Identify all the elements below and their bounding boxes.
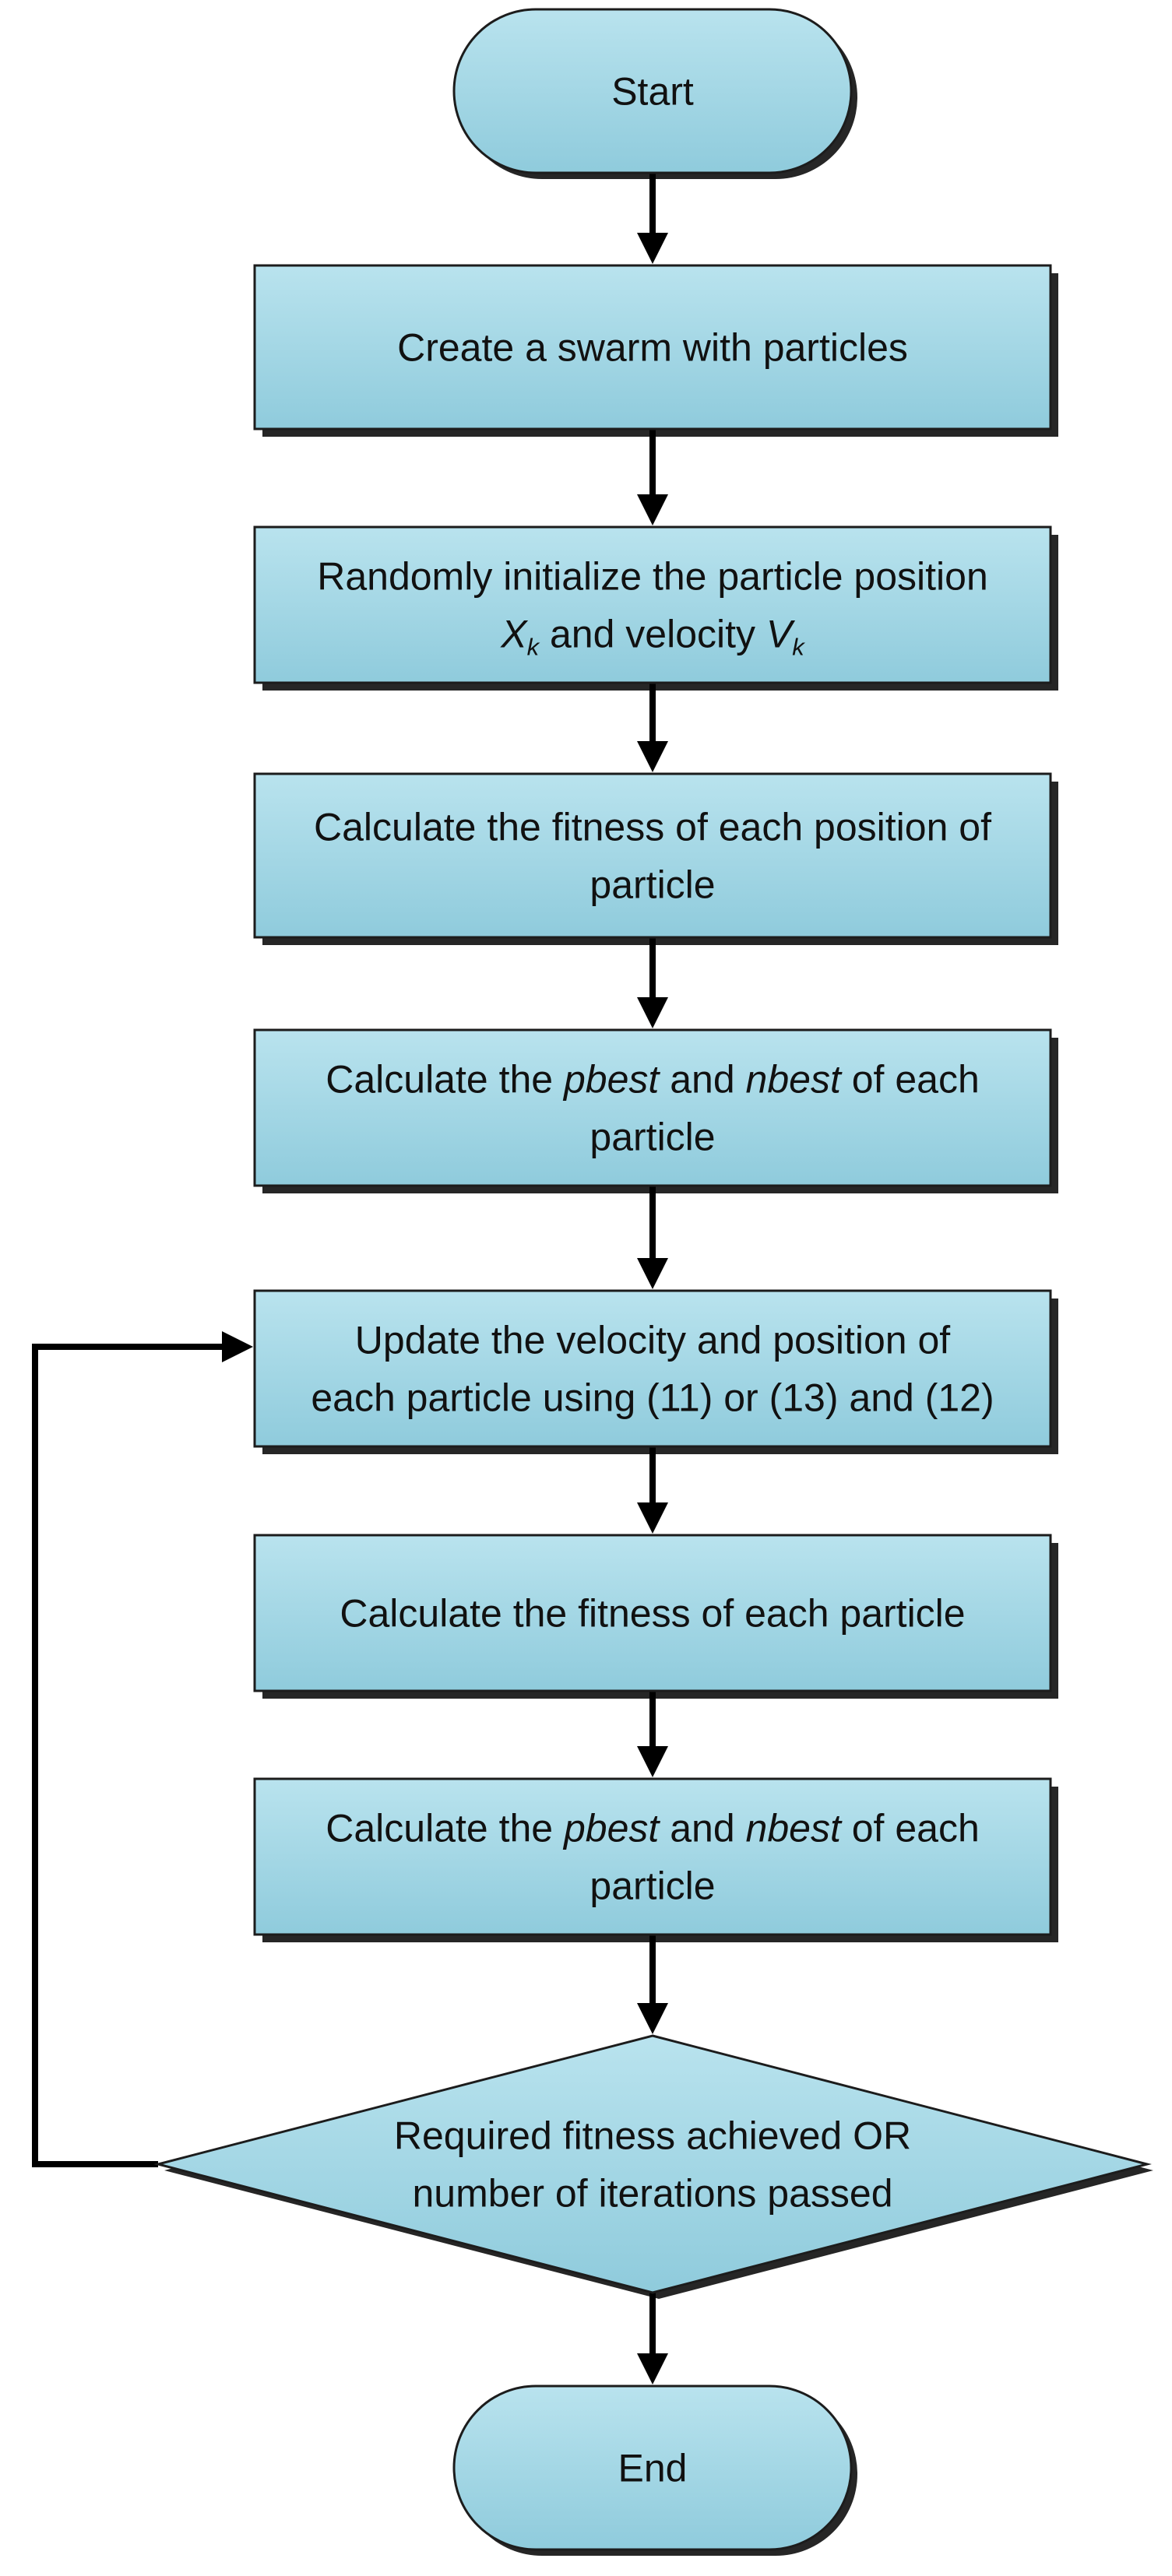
node-decision: Required fitness achieved OR number of it… — [153, 2034, 1153, 2299]
node-fitness-particle: Calculate the fitness of each particle — [253, 1534, 1058, 1699]
arrowhead — [637, 2003, 668, 2034]
label-segment: Required fitness achieved OR — [394, 2114, 911, 2158]
edge-best-2-to-decision — [637, 1935, 668, 2034]
edge-best-1-to-update — [637, 1186, 668, 1289]
label-segment: k — [527, 634, 540, 661]
edge-fitness-position-to-best-1 — [637, 937, 668, 1028]
arrowhead — [637, 494, 668, 525]
node-label-line: particle — [590, 863, 715, 907]
node-start: Start — [452, 8, 857, 179]
arrowhead — [637, 997, 668, 1028]
node-label-line: Calculate the fitness of each particle — [340, 1592, 965, 1636]
decision-shape — [153, 2034, 1152, 2294]
process-shape — [253, 264, 1052, 431]
terminator-shape — [452, 8, 853, 174]
label-segment: Calculate the — [326, 1058, 564, 1102]
process-shape — [253, 525, 1052, 684]
arrowhead — [637, 1258, 668, 1289]
node-create-swarm: Create a swarm with particles — [253, 264, 1058, 437]
label-segment: X — [500, 613, 528, 656]
label-segment: and — [659, 1058, 745, 1102]
edges — [32, 173, 668, 2384]
terminator-shape — [452, 2384, 853, 2551]
node-label-line: particle — [590, 1116, 715, 1159]
loop-line — [32, 1344, 225, 2167]
label-segment: of each — [841, 1807, 980, 1850]
label-segment: End — [618, 2447, 688, 2490]
node-end: End — [452, 2384, 857, 2556]
label-segment: Create a swarm with particles — [397, 326, 908, 370]
process-shape — [253, 1777, 1052, 1936]
edge-fitness-particle-to-best-2 — [637, 1691, 668, 1777]
edge-create-swarm-to-init — [637, 429, 668, 525]
label-segment: Calculate the fitness of each particle — [340, 1592, 965, 1636]
node-label-line: Create a swarm with particles — [397, 326, 908, 370]
edge-init-to-fitness-position — [637, 683, 668, 772]
label-segment: V — [766, 613, 796, 656]
node-best-2: Calculate the pbest and nbest of each par… — [253, 1777, 1058, 1942]
arrowhead — [637, 741, 668, 772]
label-segment: particle — [590, 1116, 715, 1159]
node-label-line: End — [618, 2447, 688, 2490]
node-label-line: Required fitness achieved OR — [394, 2114, 911, 2158]
process-shape — [253, 1534, 1052, 1692]
label-segment: nbest — [746, 1807, 843, 1850]
node-label-line: Calculate the fitness of each position o… — [314, 806, 991, 849]
arrowhead — [637, 233, 668, 264]
label-segment: Update the velocity and position of — [355, 1319, 950, 1362]
edge-decision-to-end — [637, 2293, 668, 2384]
label-segment: particle — [590, 863, 715, 907]
label-segment: nbest — [746, 1058, 843, 1102]
label-segment: each particle using (11) or (13) and (12… — [311, 1376, 994, 1420]
process-shape — [253, 772, 1052, 939]
node-best-1: Calculate the pbest and nbest of each par… — [253, 1028, 1058, 1193]
node-label-line: number of iterations passed — [412, 2172, 892, 2216]
edge-update-to-fitness-particle — [637, 1446, 668, 1534]
node-label-line: Randomly initialize the particle positio… — [317, 555, 988, 599]
arrowhead — [637, 1746, 668, 1777]
node-init: Randomly initialize the particle positio… — [253, 525, 1058, 691]
node-label-line: Calculate the pbest and nbest of each — [326, 1058, 980, 1102]
label-segment: particle — [590, 1864, 715, 1908]
label-segment: pbest — [562, 1058, 660, 1102]
process-shape — [253, 1028, 1052, 1187]
node-label-line: Xk and velocity Vk — [500, 613, 805, 661]
node-label-line: particle — [590, 1864, 715, 1908]
label-segment: number of iterations passed — [412, 2172, 892, 2216]
label-segment: Calculate the fitness of each position o… — [314, 806, 991, 849]
label-segment: of each — [841, 1058, 980, 1102]
node-label-line: each particle using (11) or (13) and (12… — [311, 1376, 994, 1420]
node-label-line: Start — [611, 70, 694, 114]
label-segment: pbest — [562, 1807, 660, 1850]
arrowhead — [637, 2353, 668, 2384]
label-segment: and — [659, 1807, 745, 1850]
arrowhead — [637, 1502, 668, 1534]
edge-start-to-create-swarm — [637, 173, 668, 264]
label-segment: k — [792, 634, 805, 661]
arrowhead — [222, 1331, 253, 1362]
node-label-line: Update the velocity and position of — [355, 1319, 950, 1362]
node-fitness-position: Calculate the fitness of each position o… — [253, 772, 1058, 945]
label-segment: Start — [611, 70, 694, 114]
label-segment: Calculate the — [326, 1807, 564, 1850]
label-segment: and velocity — [539, 613, 766, 656]
node-label-line: Calculate the pbest and nbest of each — [326, 1807, 980, 1850]
label-segment: Randomly initialize the particle positio… — [317, 555, 988, 599]
process-shape — [253, 1289, 1052, 1448]
edge-decision-to-update — [32, 1331, 253, 2167]
node-update: Update the velocity and position of each … — [253, 1289, 1058, 1454]
